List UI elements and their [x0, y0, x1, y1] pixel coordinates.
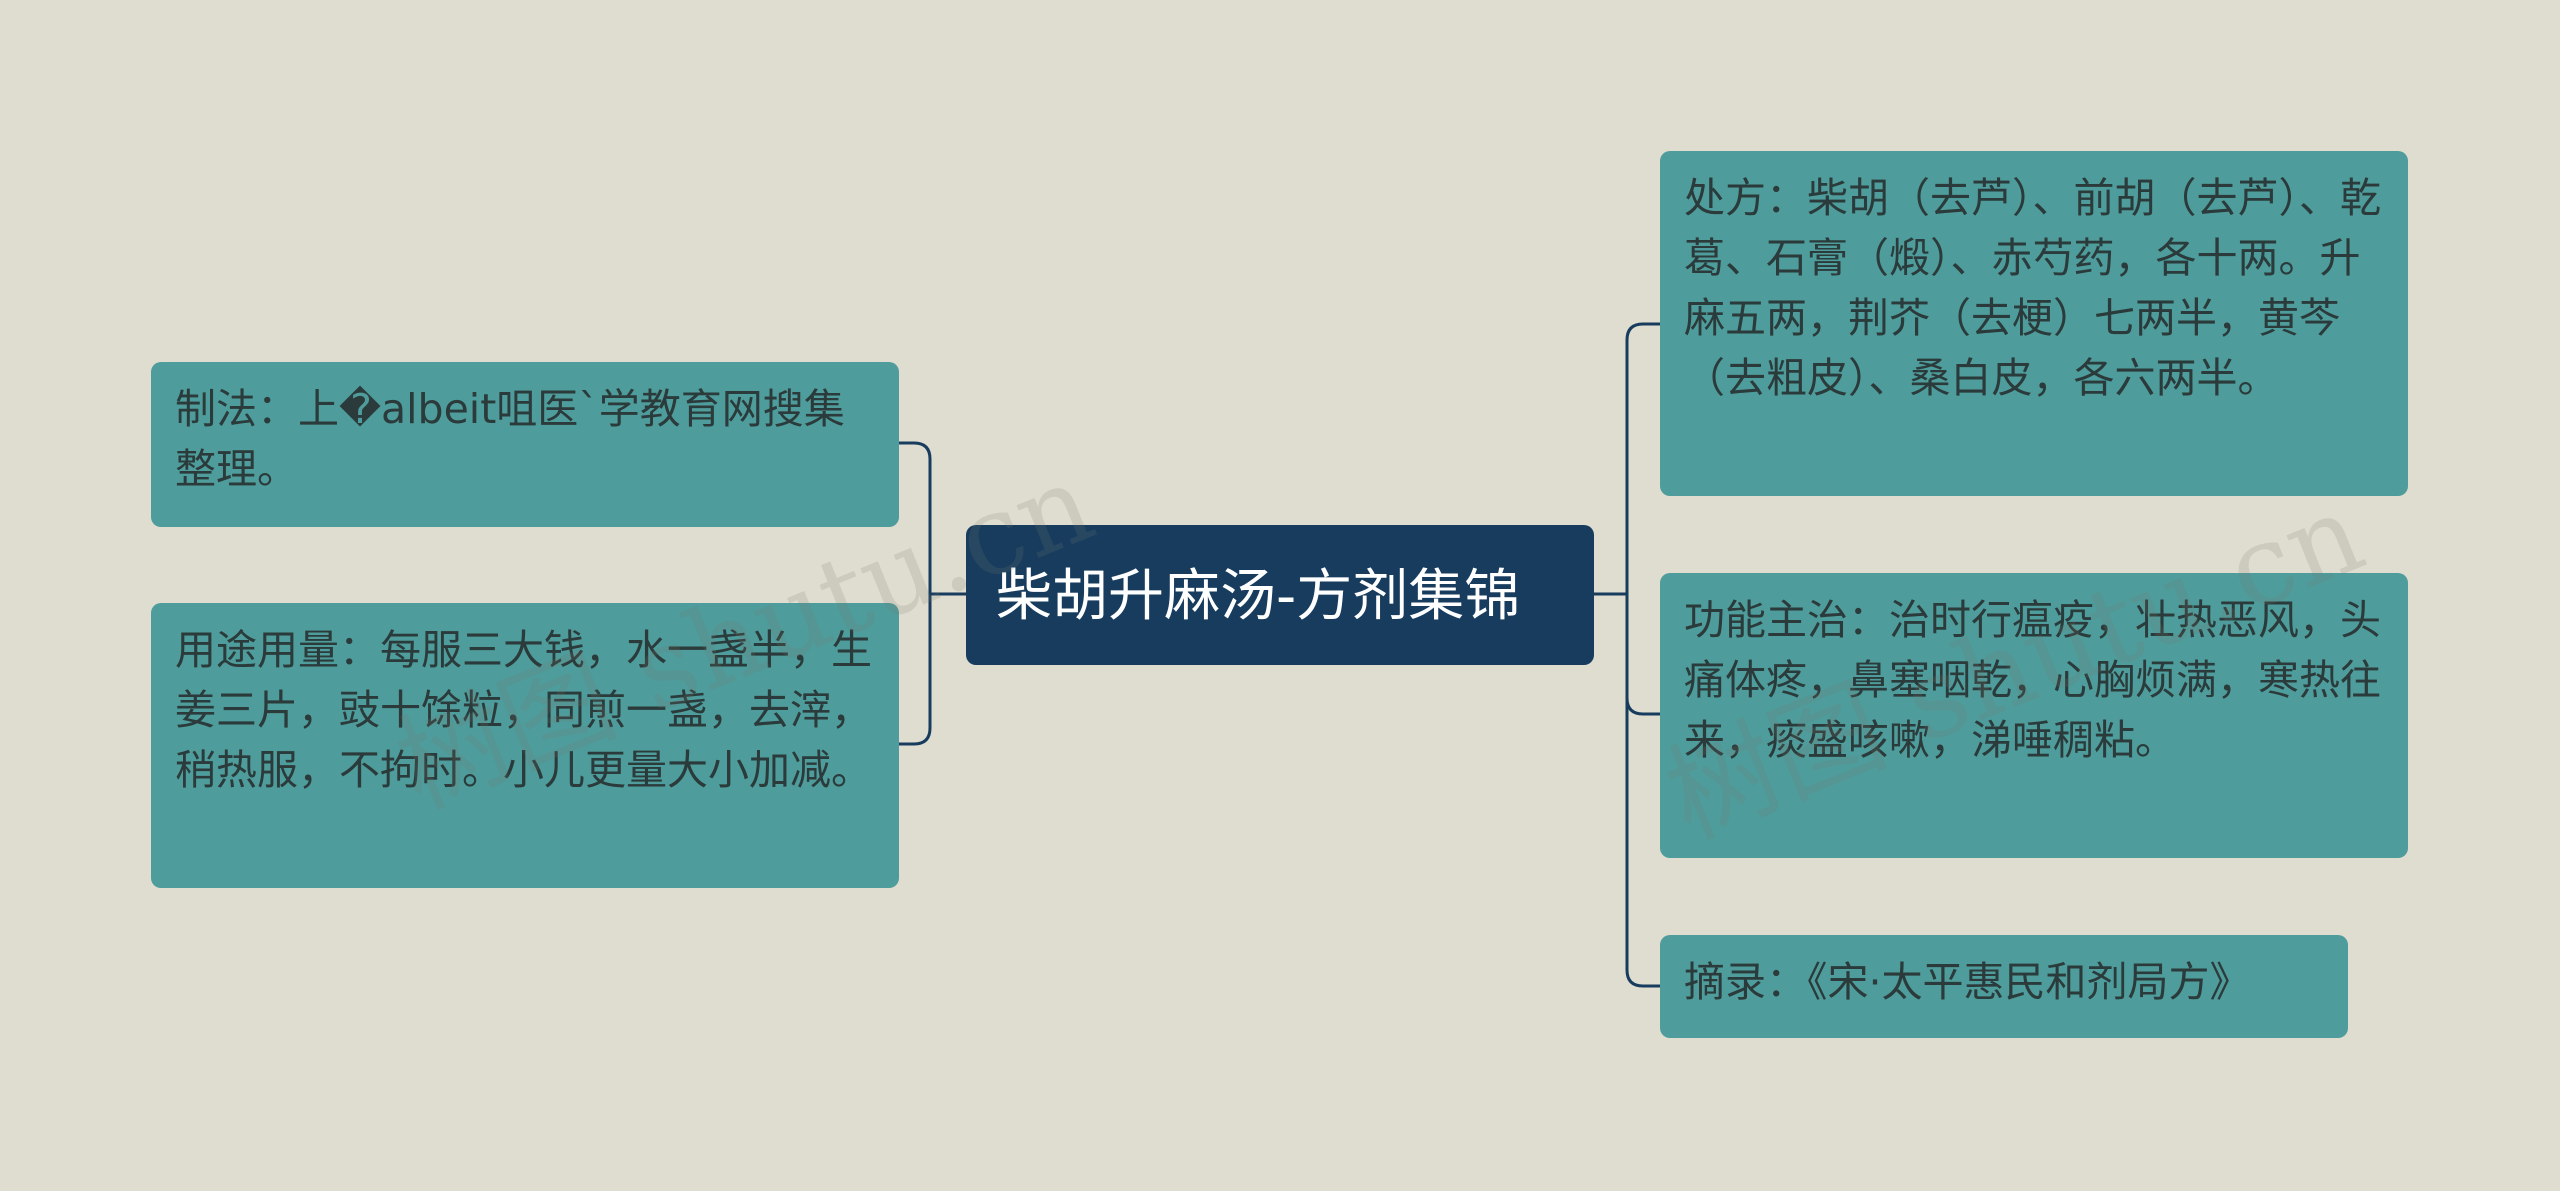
- connector-left-1: [899, 441, 932, 460]
- node-usage-dosage[interactable]: 用途用量：每服三大钱，水一盏半，生姜三片，豉十馀粒，同煎一盏，去滓，稍热服，不拘…: [151, 603, 899, 888]
- node-usage-dosage-text: 用途用量：每服三大钱，水一盏半，生姜三片，豉十馀粒，同煎一盏，去滓，稍热服，不拘…: [175, 626, 872, 794]
- node-preparation[interactable]: 制法：上�albeit咀医`学教育网搜集整理。: [151, 362, 899, 527]
- connector-right-3: [1625, 969, 1660, 988]
- node-source[interactable]: 摘录：《宋·太平惠民和剂局方》: [1660, 935, 2348, 1038]
- node-indications-text: 功能主治：治时行瘟疫，壮热恶风，头痛体疼，鼻塞咽乾，心胸烦满，寒热往来，痰盛咳嗽…: [1684, 596, 2381, 764]
- node-source-text: 摘录：《宋·太平惠民和剂局方》: [1684, 958, 2251, 1006]
- node-prescription[interactable]: 处方：柴胡（去芦）、前胡（去芦）、乾葛、石膏（煅）、赤芍药，各十两。升麻五两，荆…: [1660, 151, 2408, 496]
- node-indications[interactable]: 功能主治：治时行瘟疫，壮热恶风，头痛体疼，鼻塞咽乾，心胸烦满，寒热往来，痰盛咳嗽…: [1660, 573, 2408, 858]
- root-node[interactable]: 柴胡升麻汤-方剂集锦: [966, 525, 1594, 665]
- connector-right-1: [1625, 322, 1660, 341]
- node-prescription-text: 处方：柴胡（去芦）、前胡（去芦）、乾葛、石膏（煅）、赤芍药，各十两。升麻五两，荆…: [1684, 174, 2381, 402]
- connector-right-2: [1625, 697, 1660, 716]
- connector-left-2: [899, 727, 932, 746]
- node-preparation-text: 制法：上�albeit咀医`学教育网搜集整理。: [175, 385, 845, 493]
- root-label: 柴胡升麻汤-方剂集锦: [996, 564, 1521, 629]
